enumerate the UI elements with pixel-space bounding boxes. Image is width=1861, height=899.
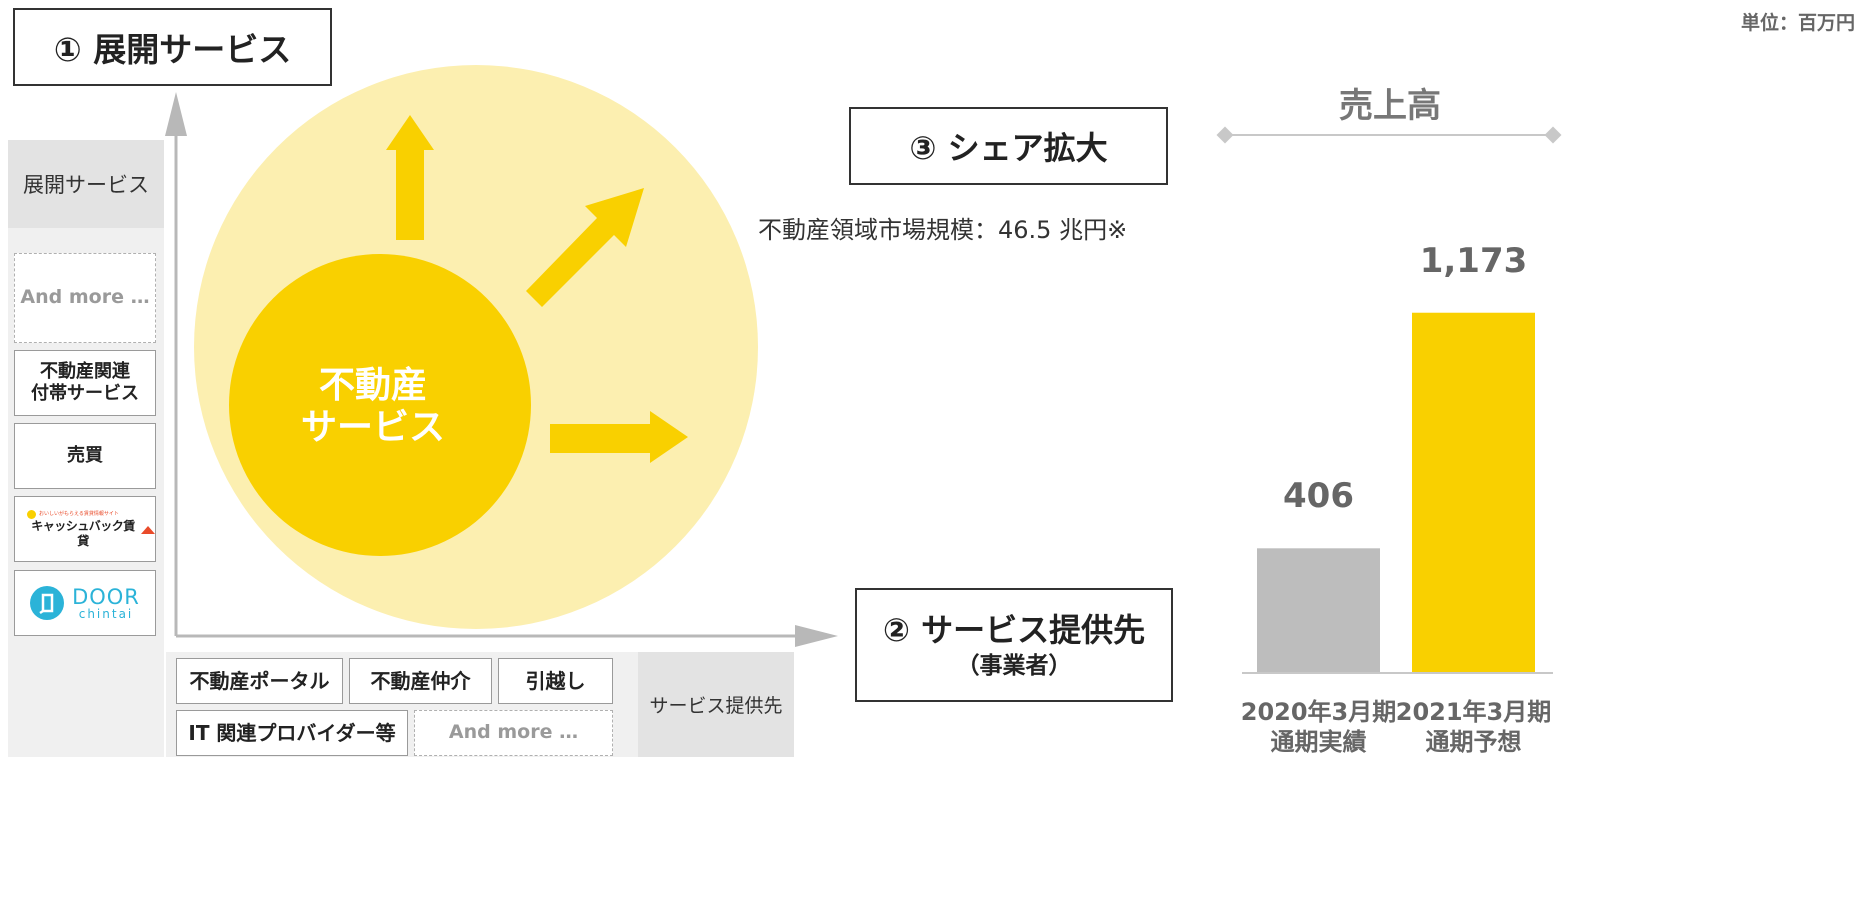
cashback-logo-name: キャッシュバック賃貸 (31, 518, 135, 548)
revenue-category-label-2: 2021年3月期通期予想 (1392, 697, 1555, 757)
provider-card-brokerage: 不動産仲介 (349, 658, 492, 704)
service-card-and-more: And more … (14, 253, 156, 343)
provider-title: ② サービス提供先 (882, 611, 1146, 649)
title-rule-right-diamond (1544, 126, 1562, 144)
provider-card-portal: 不動産ポータル (176, 658, 343, 704)
y-axis-arrowhead (165, 92, 187, 136)
arrow-diagonal (526, 188, 644, 307)
service-title-box: ① 展開サービス (13, 8, 332, 86)
arrow-up (386, 115, 434, 240)
cashback-caption: おいしいがもらえる賃貸情報サイト (39, 510, 119, 517)
service-card-related: 不動産関連 付帯サービス (14, 350, 156, 416)
service-card-sale: 売買 (14, 423, 156, 489)
share-title-box: ③ シェア拡大 (849, 107, 1168, 185)
revenue-category-line-2-1: 2021年3月期 (1395, 698, 1552, 726)
provider-card-moving: 引越し (498, 658, 613, 704)
core-service-line-2: サービス (300, 407, 445, 448)
revenue-bar-1 (1257, 548, 1380, 673)
door-logo-name: DOOR (72, 584, 140, 609)
service-panel-header: 展開サービス (8, 140, 164, 228)
service-title: ① 展開サービス (53, 30, 292, 69)
revenue-category-line-1-2: 通期実績 (1270, 728, 1367, 756)
title-rule-left-diamond (1216, 126, 1234, 144)
revenue-category-line-1-1: 2020年3月期 (1240, 698, 1397, 726)
x-axis-arrowhead (795, 625, 838, 647)
revenue-title: 売上高 (1339, 86, 1441, 126)
unit-label: 単位：百万円 (1740, 12, 1855, 34)
door-icon (30, 586, 65, 620)
provider-title-box: ② サービス提供先 （事業者） (855, 588, 1173, 702)
revenue-value-label-2: 1,173 (1419, 240, 1528, 281)
share-title: ③ シェア拡大 (909, 129, 1108, 167)
revenue-category-line-2-2: 通期予想 (1425, 728, 1522, 756)
house-icon (141, 525, 155, 534)
provider-card-it: IT 関連プロバイダー等 (176, 710, 408, 756)
revenue-category-label-1: 2020年3月期通期実績 (1237, 697, 1400, 757)
service-card-door-logo: DOOR chintai (14, 570, 156, 636)
provider-panel-header: サービス提供先 (638, 652, 794, 757)
service-card-cashback-logo: おいしいがもらえる賃貸情報サイト キャッシュバック賃貸 (14, 496, 156, 562)
revenue-value-label-1: 406 (1283, 476, 1354, 517)
revenue-bar-2 (1412, 312, 1535, 673)
revenue-chart (1216, 126, 1562, 674)
provider-subtitle: （事業者） (956, 653, 1072, 679)
core-service-label: 不動産 サービス (280, 365, 466, 449)
provider-card-and-more: And more … (414, 710, 613, 756)
core-service-line-1: 不動産 (318, 365, 427, 406)
market-size-text: 不動産領域市場規模：46.5 兆円※ (758, 216, 1128, 244)
expansion-diagram (165, 65, 838, 647)
core-service-circle (229, 254, 531, 556)
arrow-right (550, 411, 688, 463)
coin-icon (27, 509, 36, 519)
door-logo-sub: chintai (78, 606, 134, 621)
